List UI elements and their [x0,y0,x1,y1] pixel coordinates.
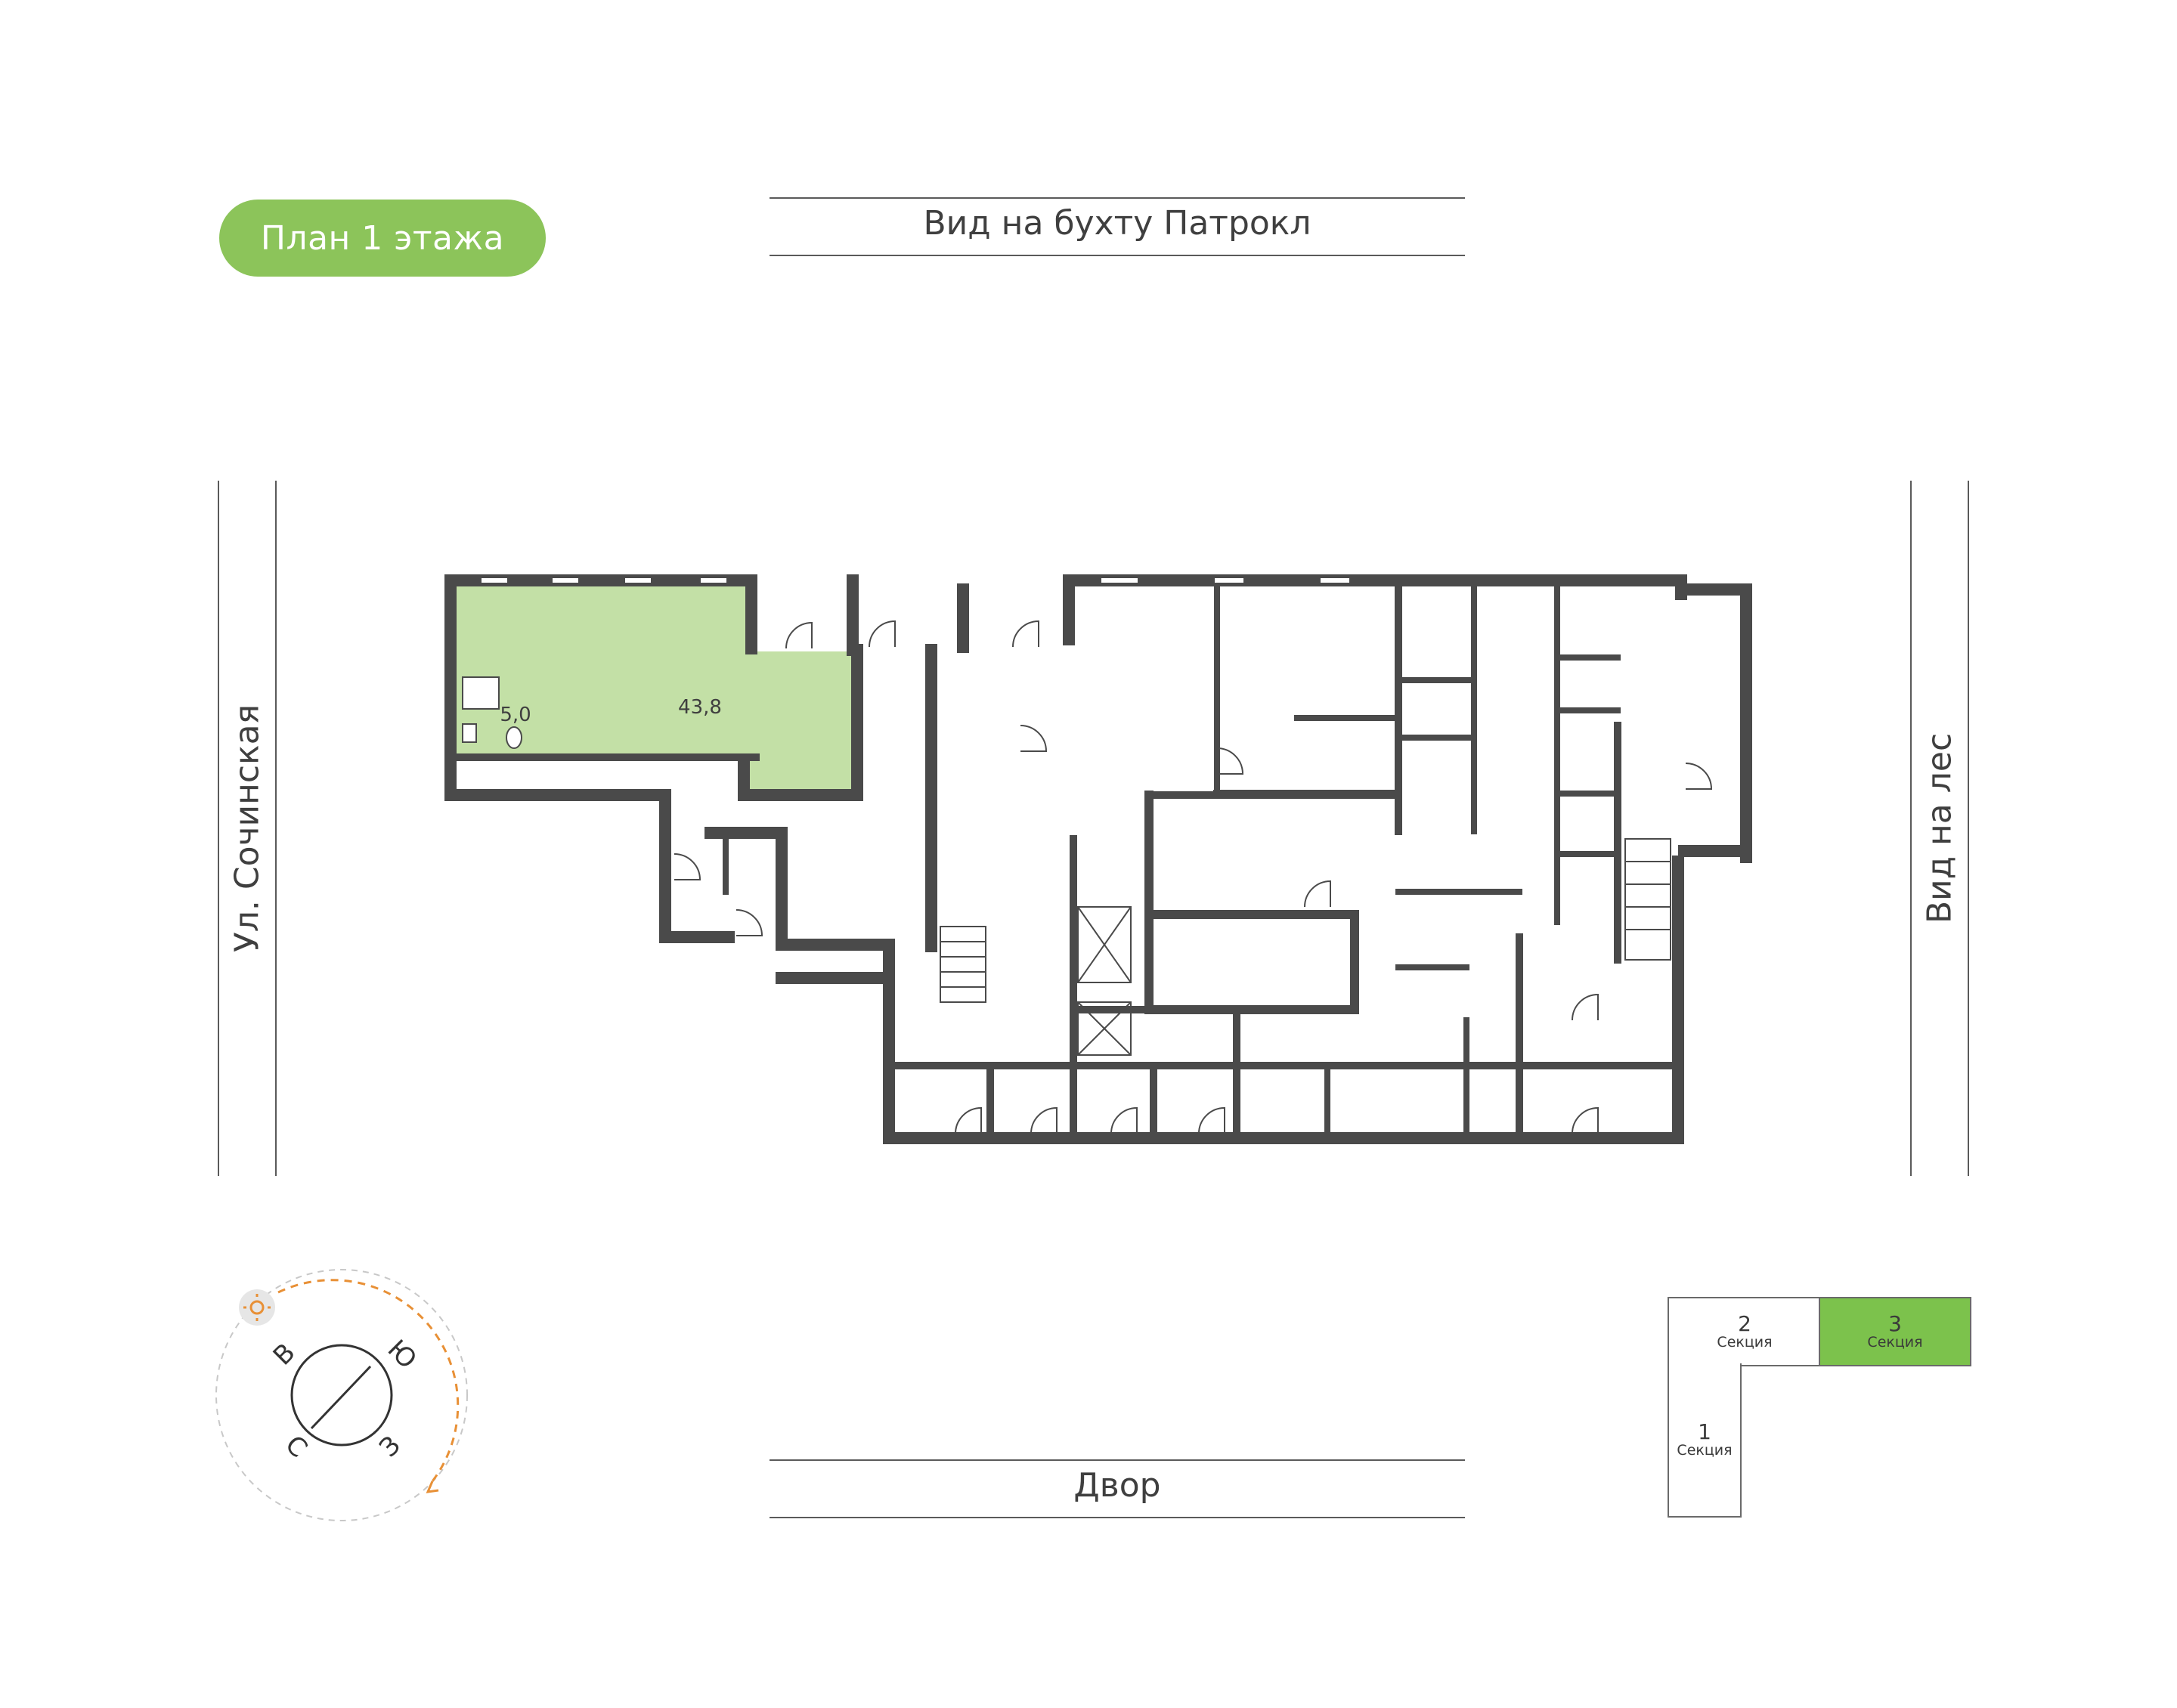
door-arc [1030,1106,1058,1134]
section-3-number: 3 [1888,1311,1902,1337]
door-arc [1685,763,1713,790]
compass-outer-ring [215,1269,468,1521]
corridor-wall-left [659,789,735,943]
door-arc [1572,1106,1599,1134]
window [1100,577,1139,584]
stairs-and-lifts [940,838,1671,1056]
door-arc [1572,993,1599,1021]
corridor-wall-mid [705,827,895,951]
shower-icon [462,676,500,710]
door-arc [1110,1106,1138,1134]
compass-letter-north: С [279,1430,313,1464]
door-arc [869,620,896,648]
selected-unit-fill[interactable] [457,586,854,795]
door-arc [1304,880,1331,908]
door-arc [785,621,813,649]
section-3-tile[interactable]: 3 Секция [1819,1297,1971,1366]
elevator-1 [1077,906,1132,983]
door-arc [955,1106,982,1134]
view-bottom-label: Двор [1073,1466,1161,1505]
compass-letter-west: З [373,1430,407,1463]
elevator-2 [1077,1001,1132,1056]
section-2-number: 2 [1738,1311,1751,1337]
compass-letter-east: В [268,1338,302,1372]
stair-left [940,926,986,1003]
unit-top-wall [444,574,757,654]
window [624,577,652,584]
sun-core [249,1300,265,1315]
building-bottom-wall [883,856,1684,1144]
right-tower-wall [1678,583,1752,863]
window [699,577,728,584]
section-3-label: Секция [1867,1333,1923,1351]
door-arc [1020,725,1048,752]
floor-title: План 1 этажа [260,218,505,258]
sun-path [277,1279,460,1482]
elevator-cross [1077,1001,1132,1056]
door-arc [1198,1106,1225,1134]
section-1-number: 1 [1698,1419,1711,1445]
sink-icon [462,723,477,743]
sun-rays [243,1294,271,1321]
compass-needle [310,1365,372,1430]
door-arc [735,909,763,936]
partition-6 [1144,910,1359,1014]
section-2-tile[interactable]: 2 Секция [1668,1297,1822,1366]
floor-title-badge: План 1 этажа [219,200,546,277]
window [480,577,509,584]
door-arc [1216,747,1244,775]
door-swings [674,620,1713,1134]
sun-icon [239,1289,275,1326]
windows [480,577,1351,584]
section-1-label: Секция [1677,1441,1733,1459]
compass-dial [290,1344,393,1447]
compass-letter-south: Ю [382,1334,423,1375]
window [551,577,580,584]
section-2-label: Секция [1717,1333,1773,1351]
door-arc [674,853,701,880]
bathroom-fixtures [462,676,522,749]
elevator-cross [1077,906,1132,983]
section-1-tile[interactable]: 1 Секция [1668,1363,1742,1518]
view-top-label: Вид на бухту Патрокл [923,204,1311,243]
unit-area-main: 43,8 [678,696,722,719]
arrow-icon [426,1481,439,1493]
toilet-icon [506,726,522,749]
window [1213,577,1245,584]
unit-area-bathroom: 5,0 [500,704,531,726]
unit-right-wall [738,644,863,801]
unit-left-wall [444,574,671,801]
door-arc [1012,620,1039,648]
stair-right [1624,838,1671,961]
window [1319,577,1351,584]
